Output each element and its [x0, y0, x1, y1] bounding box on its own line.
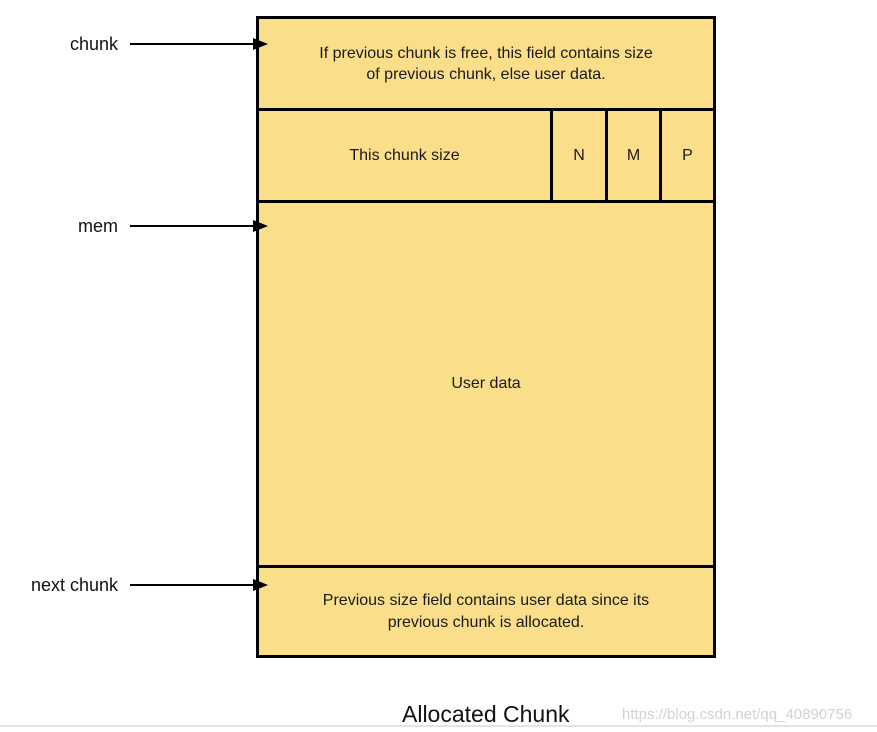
this-chunk-size-label: This chunk size [349, 146, 460, 164]
chunk-arrow-line [130, 43, 254, 45]
prev-size-field-line-1: If previous chunk is free, this field co… [319, 44, 653, 62]
pointer-label-next-chunk: next chunk [30, 575, 118, 595]
allocated-chunk-box: If previous chunk is free, this field co… [256, 16, 716, 658]
next-prev-size-field-line-1: Previous size field contains user data s… [322, 591, 650, 609]
chunk-arrow-head-icon [253, 38, 268, 50]
next-chunk-arrow-head-icon [253, 579, 268, 591]
chunk-size-row: This chunk size N M P [259, 111, 713, 203]
pointer-label-chunk: chunk [69, 34, 118, 54]
flag-cell-n: N [553, 111, 608, 200]
pointer-label-mem: mem [78, 216, 118, 236]
prev-size-field-section: If previous chunk is free, this field co… [259, 19, 713, 111]
flag-cell-m: M [608, 111, 662, 200]
diagram-caption: Allocated Chunk [402, 701, 570, 727]
flag-cell-p: P [682, 146, 693, 164]
mem-arrow-head-icon [253, 220, 268, 232]
next-chunk-arrow-line [130, 584, 254, 586]
watermark-text: https://blog.csdn.net/qq_40890756 [622, 706, 853, 723]
bottom-divider [0, 725, 877, 727]
this-chunk-size-cell: This chunk size [259, 111, 553, 200]
mem-arrow-line [130, 225, 254, 227]
user-data-label: User data [451, 375, 521, 392]
next-prev-size-field-section: Previous size field contains user data s… [259, 568, 713, 655]
prev-size-field-line-2: of previous chunk, else user data. [366, 65, 606, 83]
user-data-section: User data [259, 203, 713, 568]
next-prev-size-field-line-2: previous chunk is allocated. [387, 613, 585, 631]
